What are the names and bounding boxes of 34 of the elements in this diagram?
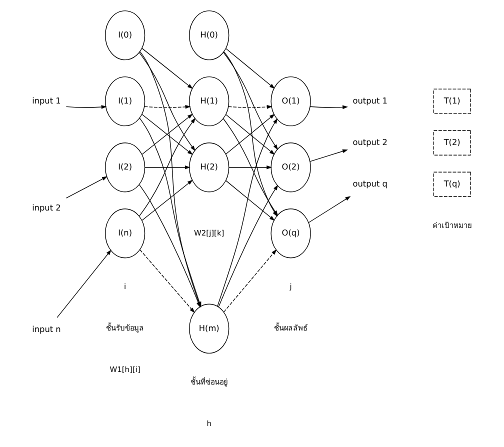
- arrow: [226, 48, 275, 89]
- arrow: [66, 105, 107, 109]
- arrow: [226, 180, 275, 221]
- node-text: output q: [352, 178, 388, 188]
- arrow: [142, 180, 193, 221]
- arrow: [138, 52, 196, 152]
- arrow: [138, 118, 196, 216]
- node-text: input 2: [32, 202, 61, 212]
- arrow: [66, 176, 108, 198]
- node-ellipse: H(0): [189, 10, 230, 60]
- arrow: [223, 249, 277, 312]
- node-ellipse: I(2): [105, 142, 146, 192]
- node-ellipse: I(1): [105, 76, 146, 126]
- arrow: [144, 105, 191, 109]
- arrow: [223, 52, 278, 150]
- node-ellipse: O(1): [270, 76, 311, 126]
- node-box: T(1): [433, 88, 471, 114]
- node-box: T(2): [433, 130, 471, 156]
- node-text: input 1: [32, 95, 61, 106]
- node-box: T(q): [433, 172, 471, 197]
- arrow: [142, 114, 193, 155]
- arrow: [144, 165, 190, 170]
- node-text: output 2: [352, 136, 388, 147]
- node-text: output 1: [352, 95, 388, 106]
- arrow: [228, 105, 272, 109]
- arrow: [140, 249, 195, 313]
- arrow: [308, 196, 351, 223]
- arrow: [310, 105, 348, 110]
- node-ellipse: I(0): [105, 10, 146, 60]
- node-text: input n: [32, 324, 61, 334]
- arrow: [310, 149, 348, 162]
- arrow: [142, 48, 193, 89]
- arrow: [228, 165, 272, 170]
- arrow: [56, 250, 112, 318]
